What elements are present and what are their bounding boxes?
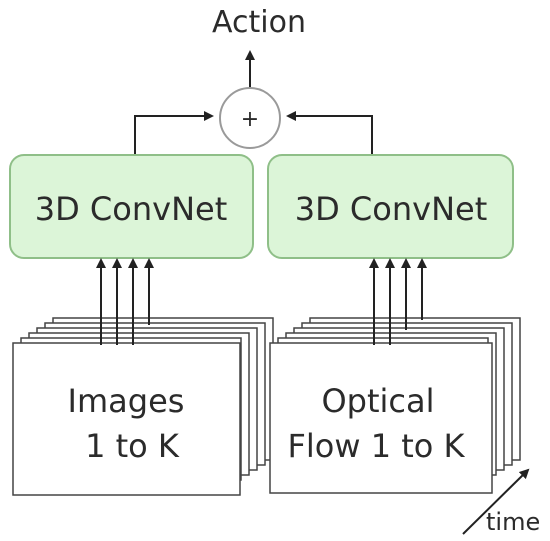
optical-flow-front-frame: [269, 342, 493, 494]
images-stack: Images 1 to K: [12, 317, 274, 496]
plus-icon: +: [241, 107, 259, 132]
images-input-arrows: [96, 258, 154, 345]
right-convnet-to-sum-arrow: [286, 111, 373, 155]
convnet-left: 3D ConvNet: [9, 154, 254, 259]
optical-flow-stack: Optical Flow 1 to K: [269, 317, 521, 494]
images-front-frame: [12, 342, 241, 496]
convnet-right-label: 3D ConvNet: [295, 190, 487, 228]
sum-node: +: [219, 87, 281, 149]
convnet-left-label: 3D ConvNet: [35, 190, 227, 228]
flow-label-line2: Flow 1 to K: [287, 427, 465, 465]
time-label: time: [486, 508, 540, 536]
left-convnet-to-sum-arrow: [134, 111, 214, 155]
images-label-line1: Images: [68, 382, 185, 420]
convnet-right: 3D ConvNet: [267, 154, 514, 259]
flow-label-line1: Optical: [321, 382, 434, 420]
action-label: Action: [212, 5, 306, 40]
time-arrow: [462, 468, 530, 535]
flow-input-arrows: [369, 258, 427, 345]
images-label-line2: 1 to K: [85, 427, 180, 465]
